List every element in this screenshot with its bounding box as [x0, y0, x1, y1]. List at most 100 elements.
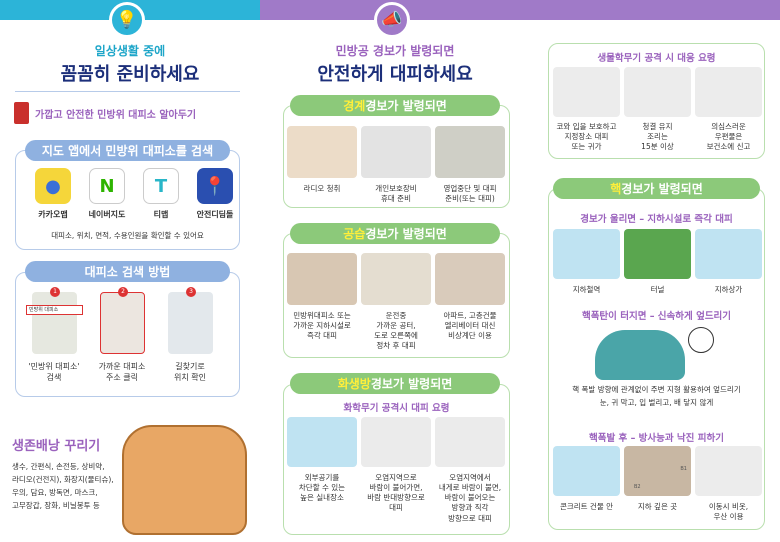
search-field-highlight: 민방위 대피소 [26, 305, 83, 315]
item-label: 지하 깊은 곳 [637, 502, 678, 511]
alert-items: 라디오 청취 개인보호장비 휴대 준비 영업중단 및 대피 준비(또는 대피) [287, 126, 505, 204]
car-stop-image [361, 253, 431, 305]
nuclear-header: 핵 경보가 발령되면 [553, 178, 760, 199]
step-label: 길찾기로 위치 확인 [174, 362, 206, 382]
item-label: 이동시 비옷, 우산 이용 [708, 502, 749, 522]
floor-label: B1 [680, 466, 687, 472]
item-label: 청결 유지 조리는 15분 이상 [641, 122, 674, 152]
search-step-3: 3 길찾기로 위치 확인 [168, 287, 213, 384]
middle-kicker: 민방공 경보가 발령되면 [335, 44, 455, 58]
item-label: 오염지역으로 바람이 불어가면, 바람 반대방향으로 대피 [367, 473, 425, 513]
app-safety-stepping-stone[interactable]: 📍안전디딤돌 [195, 168, 235, 221]
siren-title: 경보가 울리면 – 지하시설로 즉각 대피 [580, 214, 733, 225]
item-label: 운전중 가까운 공터, 도로 오른쪽에 정차 후 대피 [374, 311, 418, 351]
item-label: 지하철역 [572, 285, 601, 294]
app-kakaomap[interactable]: ●카카오맵 [33, 168, 73, 221]
header-rest: 경보가 발령되면 [370, 377, 453, 391]
map-screenshot [168, 292, 213, 354]
highlight: 경계 [343, 99, 366, 113]
crosswind-evacuation-image [435, 417, 505, 467]
megaphone-icon: 📣 [374, 2, 410, 38]
crouching-person-image [595, 330, 685, 380]
tmap-icon: T [143, 168, 179, 204]
middle-title: 안전하게 대피하세요 [317, 64, 473, 85]
item-label: 라디오 청취 [303, 184, 341, 193]
upwind-evacuation-image [361, 417, 431, 467]
cbr-items: 외부공기를 차단할 수 있는 높은 실내장소 오염지역으로 바람이 불어가면, … [287, 417, 505, 524]
bio-weapon-box [548, 43, 765, 159]
header-rest: 경보가 발령되면 [621, 182, 703, 196]
item-label: 오염지역에서 내게로 바람이 불면, 바람이 불어오는 방향과 직각 방향으로 … [438, 473, 502, 523]
top-bar-right [260, 0, 780, 20]
shelter-heading: 가깝고 안전한 민방위 대피소 알아두기 [35, 110, 197, 121]
header-rest: 경보가 발령되면 [365, 227, 447, 241]
blast-text-1: 핵 폭발 방향에 관계없이 주변 지형 활용하여 엎드리기 [572, 385, 741, 394]
item-label: 코와 입을 보호하고 지정장소 대피 또는 귀가 [556, 122, 617, 152]
concrete-building-image [553, 446, 620, 496]
step-label: '민방위 대피소' 검색 [28, 362, 80, 382]
underground-mall-image [695, 229, 762, 279]
left-title: 꼼꼼히 준비하세요 [60, 64, 200, 85]
item-label: 영업중단 및 대피 준비(또는 대피) [443, 184, 497, 204]
subway-station-image [553, 229, 620, 279]
safety-app-icon: 📍 [197, 168, 233, 204]
radio-listening-image [287, 126, 357, 178]
step-number: 2 [118, 287, 128, 297]
map-search-note: 대피소, 위치, 면적, 수용인원을 확인할 수 있어요 [51, 231, 204, 240]
left-kicker: 일상생활 중에 [94, 44, 166, 58]
map-search-header: 지도 앱에서 민방위 대피소를 검색 [25, 140, 230, 161]
suspicious-mail-image [695, 67, 762, 117]
cover-ears-detail-image [688, 327, 714, 353]
map-screenshot [32, 292, 77, 354]
shelter-stairs-image [287, 253, 357, 305]
item-label: 터널 [650, 285, 665, 294]
kakaomap-icon: ● [35, 168, 71, 204]
raincoat-umbrella-image [695, 446, 762, 496]
air-raid-items: 민방위대피소 또는 가까운 지하시설로 즉각 대피 운전중 가까운 공터, 도로… [287, 253, 505, 352]
emergency-stairs-image [435, 253, 505, 305]
bio-items: 코와 입을 보호하고 지정장소 대피 또는 귀가 청결 유지 조리는 15분 이… [553, 67, 762, 152]
step-number: 1 [50, 287, 60, 297]
evacuation-prep-image [435, 126, 505, 178]
blast-text-2: 눈, 귀 막고, 입 벌리고, 배 닿지 않게 [599, 398, 714, 407]
civil-defense-logo [14, 102, 29, 124]
navermap-icon: N [89, 168, 125, 204]
search-step-1: 민방위 대피소 1 '민방위 대피소' 검색 [26, 287, 83, 384]
item-label: 지하상가 [714, 285, 743, 294]
highlight: 공습 [343, 227, 366, 241]
step-label: 가까운 대피소 주소 클릭 [98, 362, 146, 382]
map-screenshot [100, 292, 145, 354]
item-label: 민방위대피소 또는 가까운 지하시설로 즉각 대피 [293, 311, 351, 341]
after-title: 핵폭발 후 – 방사능과 낙진 피하기 [589, 433, 724, 444]
step-number: 3 [186, 287, 196, 297]
lightbulb-icon: 💡 [109, 2, 145, 38]
floor-label: B2 [634, 484, 641, 490]
cover-mouth-image [553, 67, 620, 117]
survival-bag-title: 생존배낭 꾸리기 [12, 439, 101, 454]
tunnel-image [624, 229, 691, 279]
divider [15, 91, 240, 92]
search-steps: 민방위 대피소 1 '민방위 대피소' 검색 2 가까운 대피소 주소 클릭 3… [26, 287, 213, 384]
hygiene-cooking-image [624, 67, 691, 117]
survival-bag-items: 생수, 간편식, 손전등, 상비약, 라디오(건전지), 화장지(물티슈), 우… [12, 462, 114, 511]
item-label: 의심스러운 우편물은 보건소에 신고 [706, 122, 751, 152]
search-method-header: 대피소 검색 방법 [25, 261, 230, 282]
highlight: 화생방 [337, 377, 371, 391]
indoor-high-place-image [287, 417, 357, 467]
bio-title: 생물학무기 공격 시 대응 요령 [597, 53, 716, 64]
header-rest: 경보가 발령되면 [365, 99, 447, 113]
cbr-subtitle: 화학무기 공격시 대피 요령 [343, 403, 450, 414]
item-label: 콘크리트 건물 안 [559, 502, 614, 511]
protective-gear-image [361, 126, 431, 178]
item-label: 외부공기를 차단할 수 있는 높은 실내장소 [298, 473, 346, 503]
siren-items: 지하철역 터널 지하상가 [553, 229, 762, 295]
backpack-illustration [122, 425, 247, 535]
item-label: 개인보호장비 휴대 준비 [375, 184, 417, 204]
